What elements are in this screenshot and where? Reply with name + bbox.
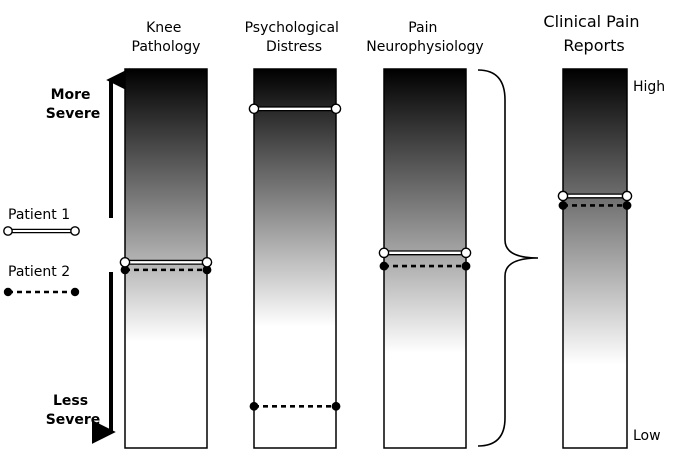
- patient-2-dot-right-distress: [331, 401, 341, 411]
- legend-label-patient-2: Patient 2: [8, 264, 70, 280]
- patient-1-dot-left-clinical: [557, 190, 569, 202]
- scale-label-high: High: [633, 79, 665, 95]
- patient-1-dot-right-clinical: [621, 190, 633, 202]
- patient-1-dot-left-neuro: [378, 247, 390, 259]
- patient-1-dot-right-knee: [201, 256, 213, 268]
- bar-clinical-pain-reports: [562, 68, 628, 449]
- patient-2-dot-left-distress: [249, 401, 259, 411]
- column-title-knee: Knee Pathology: [132, 20, 201, 55]
- legend-dot-patient-2-left: [3, 287, 13, 297]
- patient-markers: [119, 103, 633, 411]
- axis-label-less-severe: Less Severe: [46, 393, 101, 428]
- patient-1-dot-right-distress: [330, 103, 342, 115]
- legend-dot-patient-1-left: [3, 226, 13, 236]
- axis-label-more-severe: More Severe: [46, 87, 101, 122]
- patient-1-dot-left-distress: [248, 103, 260, 115]
- column-title-distress: Psychological Distress: [245, 20, 344, 55]
- bar-knee-pathology: [124, 68, 208, 449]
- scale-label-low: Low: [633, 428, 661, 444]
- legend-dot-patient-2-right: [70, 287, 80, 297]
- patient-2-dot-left-neuro: [379, 261, 389, 271]
- patient-2-dot-left-clinical: [558, 201, 568, 210]
- patient-2-dot-right-knee: [202, 265, 212, 275]
- bar-psychological-distress: [253, 68, 337, 449]
- column-title-neuro: Pain Neurophysiology: [366, 20, 483, 55]
- legend-dot-patient-1-right: [70, 226, 80, 236]
- bar-pain-neurophysiology: [383, 68, 467, 449]
- patient-2-dot-right-clinical: [622, 201, 632, 210]
- patient-1-dot-left-knee: [119, 256, 131, 268]
- patient-1-dot-right-neuro: [460, 247, 472, 259]
- brace: [477, 69, 539, 447]
- column-title-clinical: Clinical Pain Reports: [543, 12, 644, 55]
- legend-label-patient-1: Patient 1: [8, 207, 70, 223]
- patient-2-dot-right-neuro: [461, 261, 471, 271]
- patient-2-dot-left-knee: [120, 265, 130, 275]
